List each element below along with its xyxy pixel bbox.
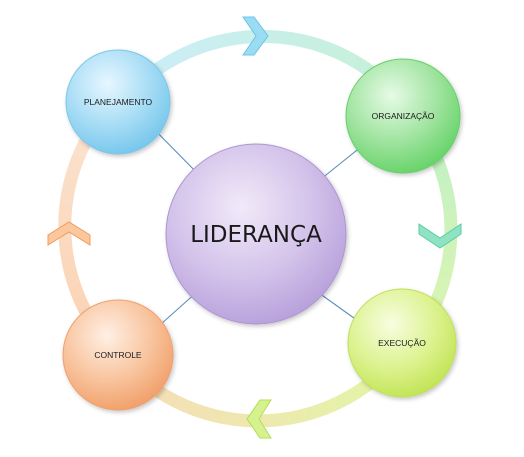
node-circle-organizacao <box>345 58 461 174</box>
chevron-left-icon <box>246 399 272 439</box>
chevron-up-icon <box>47 221 91 246</box>
node-controle <box>62 299 174 411</box>
chevron-right-icon <box>242 16 269 56</box>
node-label-controle: CONTROLE <box>94 350 142 360</box>
center-node <box>165 143 347 325</box>
node-circle-execucao <box>347 288 457 398</box>
node-circle-controle <box>62 299 174 411</box>
center-label: LIDERANÇA <box>190 222 322 248</box>
node-label-planejamento: PLANEJAMENTO <box>84 97 153 107</box>
node-circle-planejamento <box>65 49 171 155</box>
node-label-organizacao: ORGANIZAÇÃO <box>372 111 435 121</box>
node-organizacao <box>345 58 461 174</box>
center-circle <box>165 143 347 325</box>
node-execucao <box>347 288 457 398</box>
node-label-execucao: EXECUÇÃO <box>378 338 426 348</box>
node-planejamento <box>65 49 171 155</box>
chevron-down-icon <box>418 223 462 249</box>
